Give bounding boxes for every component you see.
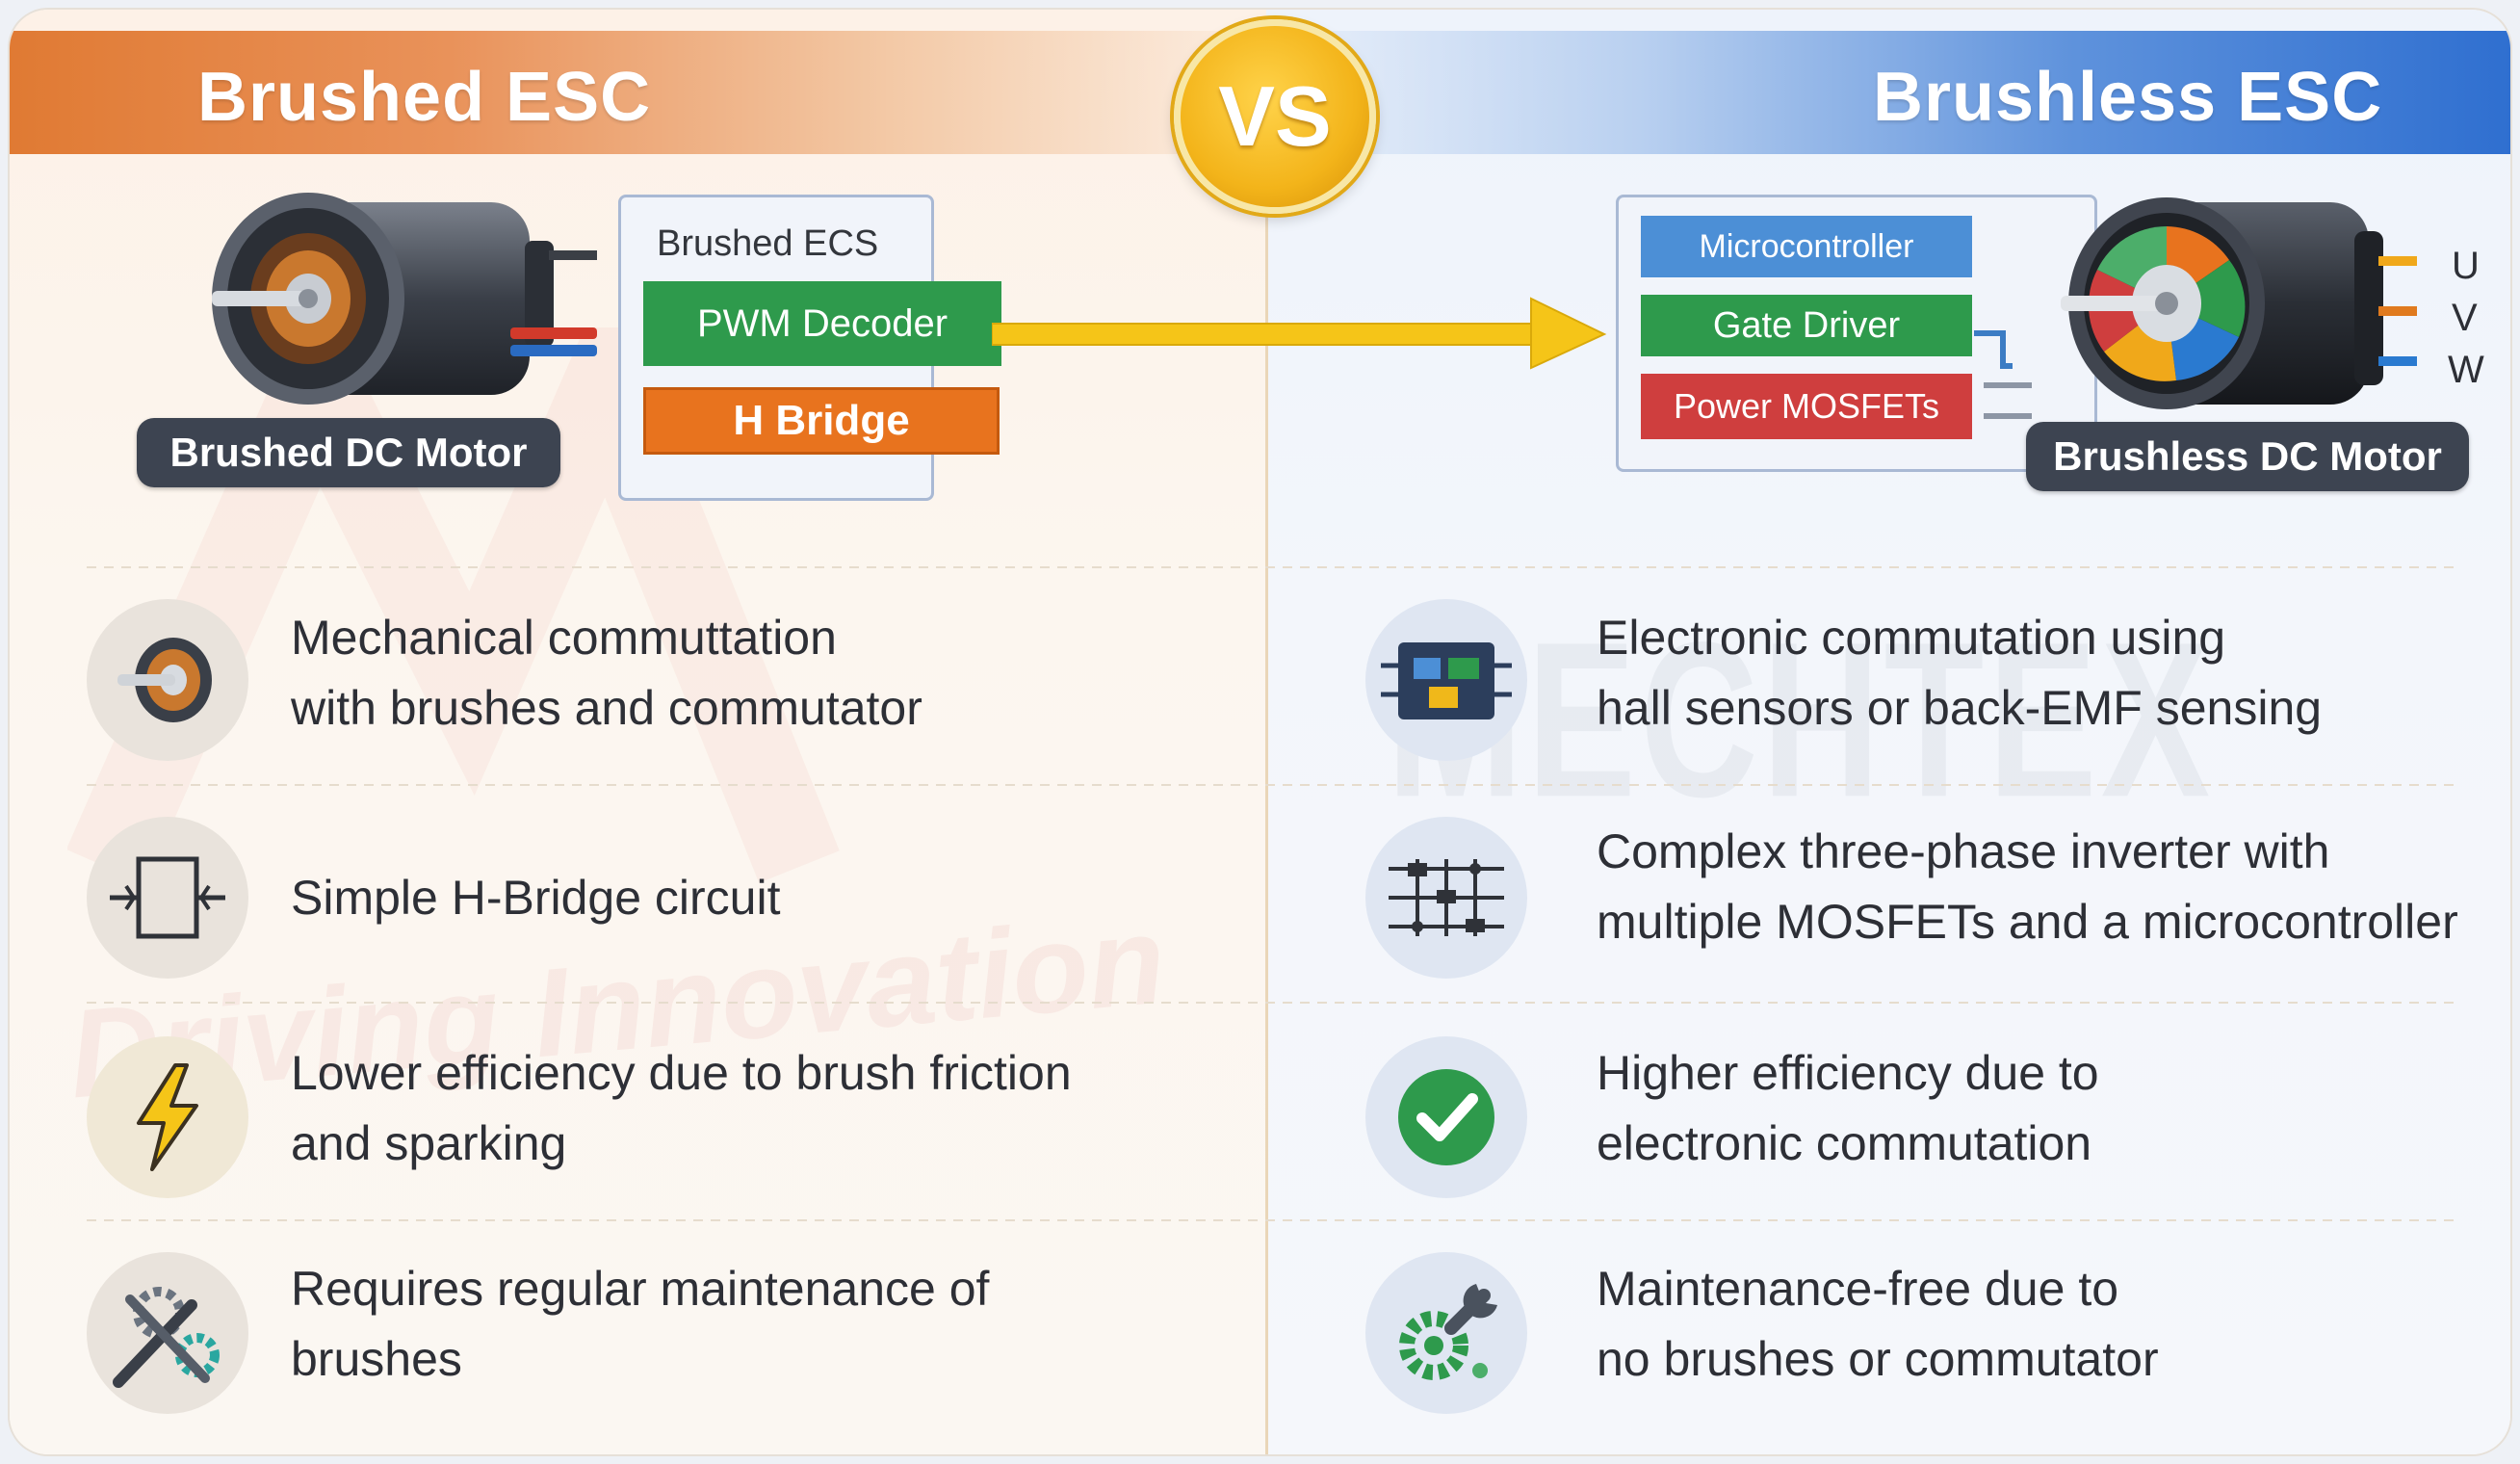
watermark-brand: MECHTEX xyxy=(1387,596,2215,845)
feature-text-line: Higher efficiency due to xyxy=(1597,1046,2099,1100)
feature-text-line: electronic commutation xyxy=(1597,1116,2092,1170)
feature-text-line: no brushes or commutator xyxy=(1597,1332,2159,1386)
feature-text-line: Electronic commutation using xyxy=(1597,611,2226,665)
commutator-icon xyxy=(87,599,248,761)
brushless-feature-1: Electronic commutation using hall sensor… xyxy=(1597,603,2322,744)
brushless-connector-lines xyxy=(1974,327,2051,424)
feature-text-line: Complex three-phase inverter with xyxy=(1597,824,2330,878)
lightning-icon xyxy=(87,1036,248,1198)
brushed-feature-3: Lower efficiency due to brush friction a… xyxy=(291,1038,1072,1179)
feature-text-line: Maintenance-free due to xyxy=(1597,1262,2119,1316)
check-icon xyxy=(1365,1036,1527,1198)
row-separator xyxy=(87,784,2455,786)
brushed-header xyxy=(10,31,1266,154)
feature-text-line: Simple H-Bridge circuit xyxy=(291,871,781,925)
brushless-feature-4: Maintenance-free due to no brushes or co… xyxy=(1597,1254,2159,1395)
tools-gear-icon xyxy=(87,1252,248,1414)
power-mosfets-chip: Power MOSFETs xyxy=(1641,374,1972,439)
brushless-feature-3: Higher efficiency due to electronic comm… xyxy=(1597,1038,2099,1179)
row-separator xyxy=(87,1002,2455,1004)
h-bridge-circuit-icon xyxy=(87,817,248,979)
pwm-decoder-chip: PWM Decoder xyxy=(643,281,1001,366)
brushed-motor-label: Brushed DC Motor xyxy=(137,418,560,487)
feature-text-line: with brushes and commutator xyxy=(291,681,922,735)
phase-label-u: U xyxy=(2452,245,2480,287)
feature-text-line: Requires regular maintenance of xyxy=(291,1262,990,1316)
microcontroller-chip: Microcontroller xyxy=(1641,216,1972,277)
microcontroller-label: Microcontroller xyxy=(1699,227,1914,265)
vs-badge: VS xyxy=(1174,19,1376,214)
phase-label-w: W xyxy=(2448,349,2484,391)
comparison-card: MECHTEX Driving Innovation Brushed ESC B… xyxy=(10,10,2510,1454)
brushless-title: Brushless ESC xyxy=(1873,59,2383,136)
vs-label: VS xyxy=(1218,68,1332,164)
gear-wrench-icon xyxy=(1365,1252,1527,1414)
brushless-motor-label: Brushless DC Motor xyxy=(2026,422,2469,491)
feature-text-line: multiple MOSFETs and a microcontroller xyxy=(1597,895,2458,949)
gate-driver-chip: Gate Driver xyxy=(1641,295,1972,356)
row-separator xyxy=(87,1219,2455,1221)
feature-text-line: Mechanical commuttation xyxy=(291,611,837,665)
brushed-motor-illustration xyxy=(183,183,607,433)
power-mosfets-label: Power MOSFETs xyxy=(1673,386,1940,426)
feature-text-line: brushes xyxy=(291,1332,462,1386)
feature-text-line: and sparking xyxy=(291,1116,567,1170)
brushed-feature-2: Simple H-Bridge circuit xyxy=(291,863,780,933)
brushless-motor-illustration xyxy=(2022,183,2436,433)
pwm-decoder-label: PWM Decoder xyxy=(696,301,948,345)
brushless-feature-2: Complex three-phase inverter with multip… xyxy=(1597,817,2458,957)
brushed-title: Brushed ESC xyxy=(197,59,652,136)
feature-text-line: hall sensors or back-EMF sensing xyxy=(1597,681,2323,735)
watermark-logo xyxy=(65,273,934,905)
brushless-header xyxy=(1266,31,2510,154)
h-bridge-chip: H Bridge xyxy=(643,387,1000,455)
circuit-board-icon xyxy=(1365,599,1527,761)
gate-driver-label: Gate Driver xyxy=(1712,304,1901,346)
feature-text-line: Lower efficiency due to brush friction xyxy=(291,1046,1072,1100)
h-bridge-label: H Bridge xyxy=(733,397,910,444)
brushed-esc-title: Brushed ECS xyxy=(657,223,879,264)
phase-label-v: V xyxy=(2452,297,2478,339)
center-divider xyxy=(1265,154,1268,1454)
inverter-circuit-icon xyxy=(1365,817,1527,979)
brushed-feature-4: Requires regular maintenance of brushes xyxy=(291,1254,989,1395)
brushed-feature-1: Mechanical commuttation with brushes and… xyxy=(291,603,922,744)
conversion-arrow xyxy=(991,295,1608,372)
row-separator xyxy=(87,566,2455,568)
